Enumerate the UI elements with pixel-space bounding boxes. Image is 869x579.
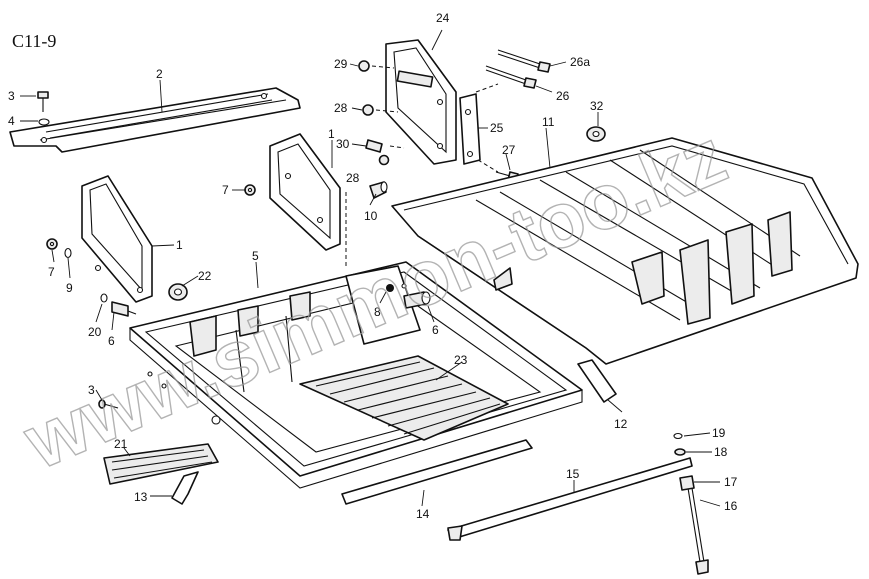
callout-1-left: 1 [176,238,183,252]
callout-26: 26 [556,89,570,103]
callout-9: 9 [66,281,73,295]
washer-icon [673,432,683,440]
callout-32: 32 [590,99,604,113]
callout-28-lower: 28 [346,171,360,185]
callout-25: 25 [490,121,504,135]
callout-8: 8 [374,305,381,319]
callout-23: 23 [454,353,468,367]
callout-26a: 26a [570,55,590,69]
clamp-plate-part[interactable] [9,87,301,153]
nut-icon [358,60,390,166]
callout-29: 29 [334,57,348,71]
bracket-icon[interactable] [171,471,199,505]
bracket-icon[interactable] [81,175,153,303]
bolt-icon [369,181,388,199]
callout-1-mid: 1 [328,127,335,141]
bracket-icon[interactable] [577,359,617,403]
washer-icon [64,247,72,259]
bolt-icon [98,399,119,409]
battery-tray-icon[interactable] [299,355,509,441]
diagram-code: C11-9 [12,31,56,51]
callout-6-left: 6 [108,334,115,348]
callout-17: 17 [724,475,738,489]
callout-3: 3 [8,89,15,103]
nut-icon [679,475,695,491]
callout-22: 22 [198,269,212,283]
callout-2: 2 [156,67,163,81]
leader-lines [20,29,721,507]
bracket-icon[interactable] [341,439,533,505]
bracket-icon[interactable] [447,457,693,541]
callout-numbers: 3 4 2 1 7 9 20 6 22 5 7 1 28 10 8 6 29 2… [8,11,738,521]
callout-12: 12 [614,417,628,431]
callout-6-right: 6 [432,323,439,337]
callout-14: 14 [416,507,430,521]
callout-19: 19 [712,426,726,440]
callout-10: 10 [364,209,378,223]
bracket-icon[interactable] [103,443,219,485]
callout-21: 21 [114,437,128,451]
callout-15: 15 [566,467,580,481]
callout-16: 16 [724,499,738,513]
bracket-icon[interactable] [459,93,481,165]
callout-18: 18 [714,445,728,459]
callout-27: 27 [502,143,516,157]
nut-icon [674,448,686,456]
callout-20: 20 [88,325,102,339]
bracket-icon[interactable] [269,133,341,251]
bracket-icon[interactable] [385,39,457,165]
callout-7-left: 7 [48,265,55,279]
battery-tray-icon[interactable] [129,261,583,489]
callout-11: 11 [542,115,555,129]
callout-30: 30 [336,137,350,151]
callout-7-mid: 7 [222,183,229,197]
callout-13: 13 [134,490,148,504]
bolt-icon [687,487,709,575]
callout-5: 5 [252,249,259,263]
nut-icon [586,126,606,142]
bolt-icon [497,49,551,73]
bolt-icon [100,293,137,317]
bolt-icon [485,65,537,89]
washer-icon [38,118,50,126]
callout-24: 24 [436,11,450,25]
callout-3-side: 3 [88,383,95,397]
nut-icon [168,283,188,301]
bolt-icon [37,91,49,112]
callout-28-upper: 28 [334,101,348,115]
nut-icon [244,184,256,196]
bolt-icon [403,291,431,309]
nut-icon [46,238,58,250]
tank-icon[interactable] [391,137,859,365]
callout-4: 4 [8,114,15,128]
